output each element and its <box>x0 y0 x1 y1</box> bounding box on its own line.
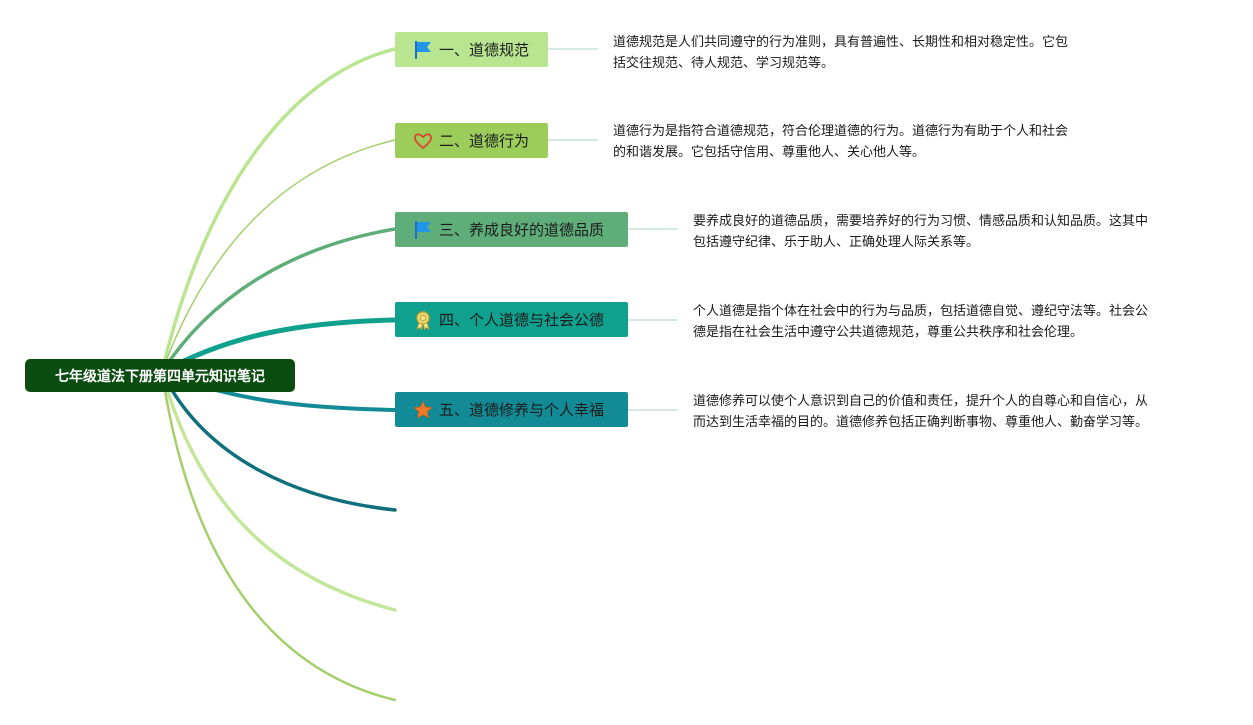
root-topic-label: 七年级道法下册第四单元知识笔记 <box>55 368 265 385</box>
note-line: 而达到生活幸福的目的。道德修养包括正确判断事物、尊重他人、勤奋学习等。 <box>693 415 1149 430</box>
note-line: 包括遵守纪律、乐于助人、正确处理人际关系等。 <box>693 235 980 250</box>
topic-node-5[interactable]: 五、道德修养与个人幸福 <box>395 392 628 427</box>
branch-line-3 <box>160 227 397 374</box>
topic-label-3: 三、养成良好的道德品质 <box>439 221 605 239</box>
branch-line-2 <box>161 139 396 373</box>
note-line: 道德规范是人们共同遵守的行为准则，具有普遍性、长期性和相对稳定性。它包 <box>613 35 1069 50</box>
blue-flag-icon <box>413 40 433 60</box>
topic-label-2: 二、道德行为 <box>439 132 530 150</box>
note-line: 道德行为是指符合道德规范，符合伦理道德的行为。道德行为有助于个人和社会 <box>613 124 1069 139</box>
note-line: 德是指在社会生活中遵守公共道德规范，尊重公共秩序和社会伦理。 <box>693 325 1084 340</box>
orange-star-icon <box>413 400 433 420</box>
heart-outline-icon <box>413 131 433 151</box>
note-line: 个人道德是指个体在社会中的行为与品质，包括道德自觉、遵纪守法等。社会公 <box>693 304 1149 319</box>
topic-node-3[interactable]: 三、养成良好的道德品质 <box>395 212 628 247</box>
topic-note-2: 道德行为是指符合道德规范，符合伦理道德的行为。道德行为有助于个人和社会 的和谐发… <box>613 121 1068 163</box>
topic-note-4: 个人道德是指个体在社会中的行为与品质，包括道德自觉、遵纪守法等。社会公 德是指在… <box>693 301 1148 343</box>
topic-label-5: 五、道德修养与个人幸福 <box>439 401 605 419</box>
award-ribbon-icon <box>413 310 433 330</box>
note-line: 道德修养可以使个人意识到自己的价值和责任，提升个人的自尊心和自信心，从 <box>693 394 1149 409</box>
topic-note-3: 要养成良好的道德品质，需要培养好的行为习惯、情感品质和认知品质。这其中 包括遵守… <box>693 211 1148 253</box>
topic-node-4[interactable]: 四、个人道德与社会公德 <box>395 302 628 337</box>
branch-line-6 <box>160 370 397 512</box>
topic-note-1: 道德规范是人们共同遵守的行为准则，具有普遍性、长期性和相对稳定性。它包 括交往规… <box>613 32 1068 74</box>
root-topic-node[interactable]: 七年级道法下册第四单元知识笔记 <box>25 359 295 392</box>
topic-note-5: 道德修养可以使个人意识到自己的价值和责任，提升个人的自尊心和自信心，从 而达到生… <box>693 391 1148 433</box>
branch-line-8 <box>160 370 397 702</box>
branch-line-1 <box>160 47 397 374</box>
topic-label-1: 一、道德规范 <box>439 41 530 59</box>
topic-node-1[interactable]: 一、道德规范 <box>395 32 548 67</box>
topic-node-2[interactable]: 二、道德行为 <box>395 123 548 158</box>
branch-line-7 <box>160 370 397 612</box>
topic-label-4: 四、个人道德与社会公德 <box>439 311 605 329</box>
note-line: 括交往规范、待人规范、学习规范等。 <box>613 56 835 71</box>
blue-flag-icon <box>413 220 433 240</box>
note-line: 的和谐发展。它包括守信用、尊重他人、关心他人等。 <box>613 145 926 160</box>
note-connectors <box>548 48 678 411</box>
note-line: 要养成良好的道德品质，需要培养好的行为习惯、情感品质和认知品质。这其中 <box>693 214 1149 229</box>
